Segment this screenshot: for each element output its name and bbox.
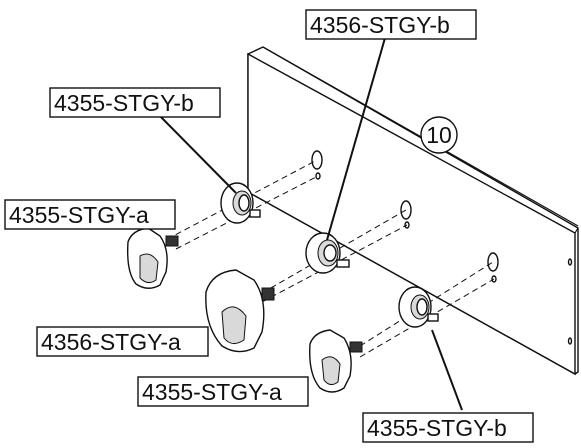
- label-mid-a: 4356-STGY-a: [36, 326, 209, 357]
- svg-text:4355-STGY-b: 4355-STGY-b: [54, 90, 194, 116]
- svg-text:4356-STGY-a: 4356-STGY-a: [41, 329, 181, 355]
- label-bottom-b: 4355-STGY-b: [362, 412, 534, 443]
- label-top-b: 4356-STGY-b: [305, 9, 477, 40]
- label-upper-left-b: 4355-STGY-b: [49, 87, 221, 118]
- svg-text:4356-STGY-b: 4356-STGY-b: [310, 12, 450, 38]
- leader-lines: [157, 37, 463, 411]
- label-left-a: 4355-STGY-a: [4, 199, 176, 230]
- washer-bottom: [398, 286, 439, 328]
- panel-hole-small: [315, 172, 321, 180]
- svg-text:4355-STGY-a: 4355-STGY-a: [142, 379, 282, 405]
- svg-text:4355-STGY-b: 4355-STGY-b: [367, 415, 507, 441]
- panel-hole: [400, 200, 412, 220]
- washer-middle: [305, 232, 350, 274]
- knob-left: [126, 227, 179, 289]
- washer-upper-left: [220, 182, 261, 224]
- panel-hole: [487, 252, 499, 272]
- callout-10: 10: [420, 116, 458, 154]
- label-lower-a: 4355-STGY-a: [137, 376, 309, 407]
- knob-lower: [309, 329, 363, 393]
- svg-text:4355-STGY-a: 4355-STGY-a: [9, 202, 149, 228]
- knob-middle: [205, 269, 275, 353]
- callout-number: 10: [426, 122, 452, 148]
- panel-hole: [311, 150, 323, 170]
